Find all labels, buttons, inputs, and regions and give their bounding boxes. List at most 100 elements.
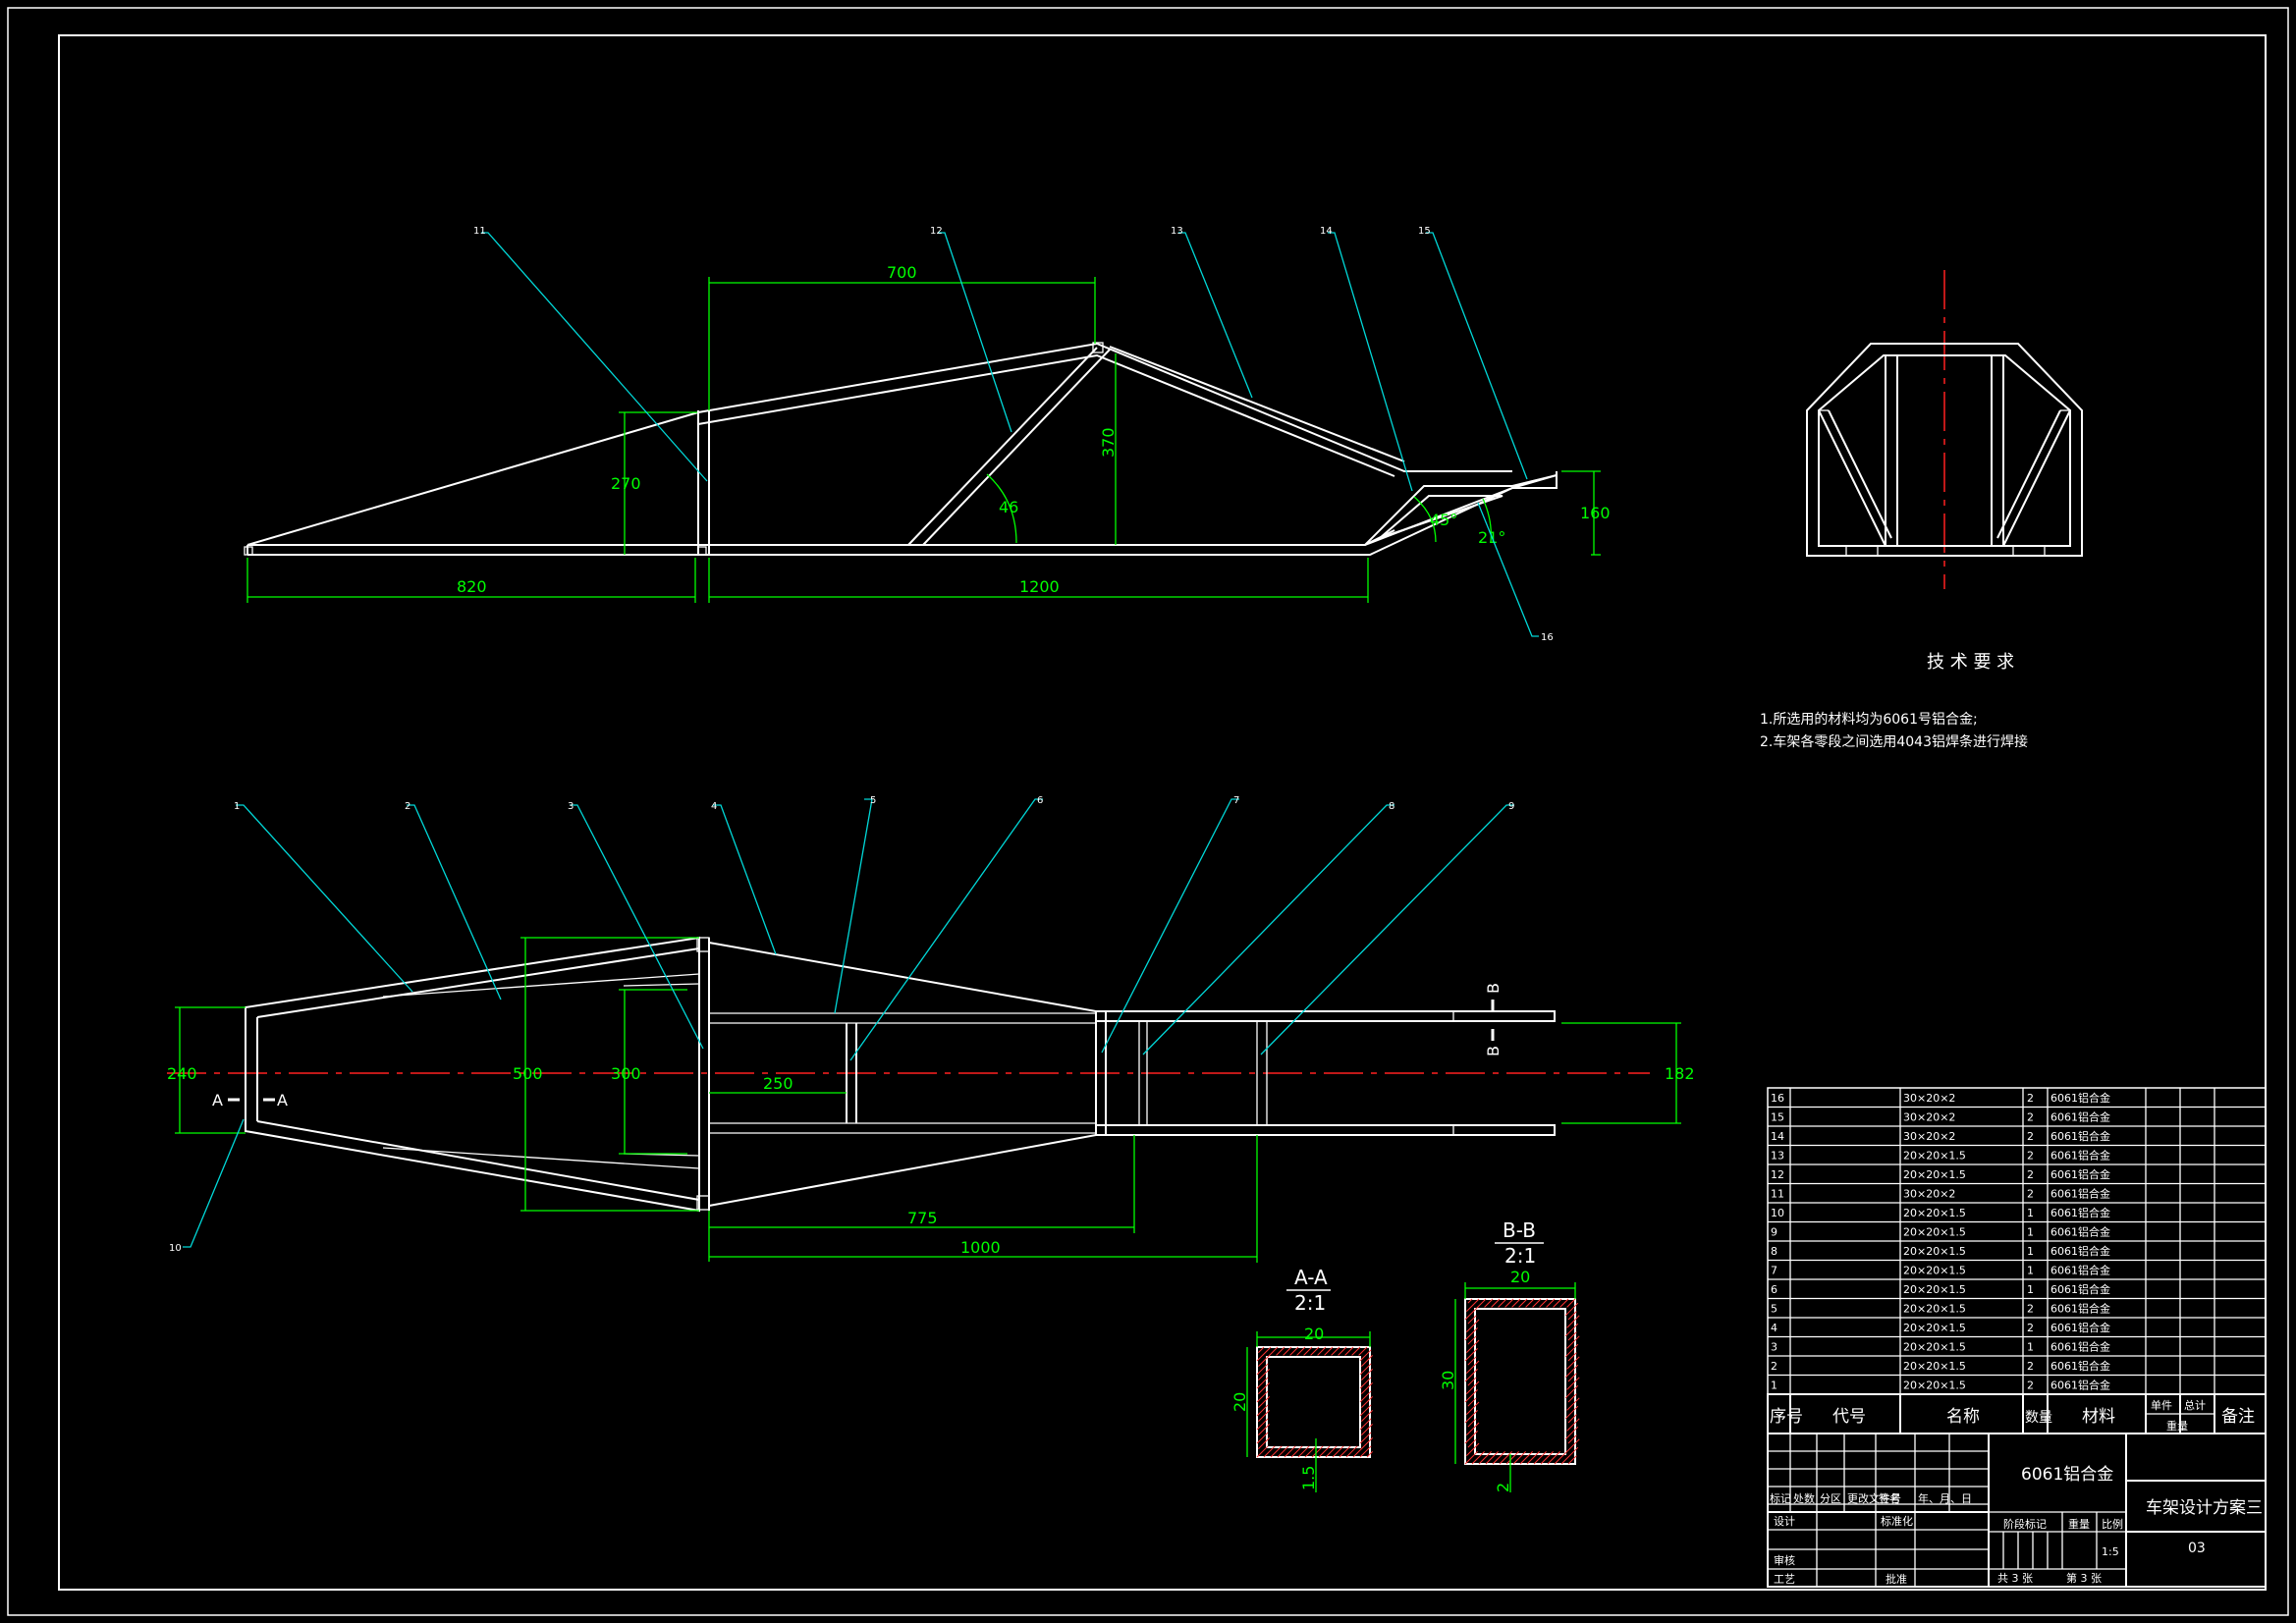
parts-cell-qty: 2 bbox=[2027, 1092, 2034, 1105]
tech-req-line-2: 2.车架各零段之间选用4043铝焊条进行焊接 bbox=[1760, 733, 2028, 750]
dim-bb-height: 30 bbox=[1439, 1371, 1457, 1390]
hatch-line bbox=[1331, 1346, 1340, 1356]
callout-11: 11 bbox=[473, 226, 486, 237]
parts-cell-spec: 20×20×1.5 bbox=[1903, 1226, 1966, 1239]
parts-cell-spec: 20×20×1.5 bbox=[1903, 1150, 1966, 1163]
section-mark-a-left: A bbox=[212, 1091, 223, 1109]
parts-cell-no: 2 bbox=[1771, 1360, 1777, 1373]
tb-approve: 批准 bbox=[1886, 1572, 1907, 1586]
hatch-line bbox=[1332, 1445, 1344, 1458]
hatch-line bbox=[1263, 1445, 1276, 1458]
hatch-line bbox=[1567, 1414, 1577, 1424]
header-qty: 数量 bbox=[2025, 1410, 2052, 1426]
parts-cell-mat: 6061铝合金 bbox=[2050, 1282, 2110, 1296]
hatch-line bbox=[1464, 1369, 1478, 1382]
tb-review: 审核 bbox=[1774, 1553, 1795, 1567]
hatch-line bbox=[1533, 1451, 1547, 1465]
hatch-line bbox=[1359, 1418, 1372, 1431]
hatch-line bbox=[1359, 1349, 1372, 1362]
parts-cell-no: 3 bbox=[1771, 1341, 1777, 1354]
hatch-line bbox=[1339, 1445, 1351, 1458]
hatch-line bbox=[1546, 1298, 1556, 1308]
hatch-line bbox=[1554, 1438, 1580, 1465]
hatch-line bbox=[1359, 1363, 1372, 1376]
parts-cell-qty: 2 bbox=[2027, 1130, 2034, 1143]
callout-15: 15 bbox=[1418, 226, 1431, 237]
hatch-line bbox=[1467, 1377, 1477, 1386]
hatch-line bbox=[1467, 1335, 1477, 1345]
hatch-line bbox=[1566, 1356, 1580, 1370]
header-weight: 重量 bbox=[2166, 1419, 2188, 1433]
hatch-line bbox=[1258, 1424, 1270, 1435]
hatch-line bbox=[1471, 1451, 1485, 1465]
hatch-line bbox=[1498, 1298, 1507, 1308]
hatch-line bbox=[1491, 1298, 1501, 1308]
hatch-line bbox=[1296, 1346, 1306, 1356]
hatch-line bbox=[1310, 1346, 1320, 1356]
callout-13: 13 bbox=[1171, 226, 1183, 237]
hatch-line bbox=[1256, 1390, 1269, 1403]
hatch-line bbox=[1553, 1298, 1562, 1308]
dim-820: 820 bbox=[457, 577, 487, 596]
hatch-line bbox=[1464, 1298, 1487, 1321]
hatch-line bbox=[1464, 1327, 1478, 1341]
hatch-line bbox=[1361, 1355, 1373, 1367]
hatch-line bbox=[1359, 1390, 1372, 1403]
tb-drawing-no: 03 bbox=[2188, 1541, 2206, 1556]
tb-rev-label: 签名 bbox=[1879, 1491, 1900, 1505]
tb-sheet: 第 3 张 bbox=[2066, 1571, 2102, 1585]
dim-700: 700 bbox=[887, 263, 917, 282]
hatch-line bbox=[1256, 1363, 1269, 1376]
hatch-line bbox=[1318, 1445, 1331, 1458]
dim-270: 270 bbox=[611, 474, 641, 493]
parts-cell-no: 7 bbox=[1771, 1265, 1777, 1277]
parts-cell-mat: 6061铝合金 bbox=[2050, 1225, 2110, 1239]
parts-cell-mat: 6061铝合金 bbox=[2050, 1167, 2110, 1181]
tech-req-title: 技 术 要 求 bbox=[1927, 652, 2014, 673]
hatch-line bbox=[1277, 1445, 1289, 1458]
hatch-line bbox=[1567, 1331, 1577, 1341]
hatch-line bbox=[1258, 1396, 1270, 1408]
hatch-line bbox=[1485, 1451, 1499, 1465]
header-name: 名称 bbox=[1946, 1407, 1980, 1427]
outer-border bbox=[7, 7, 2289, 1616]
hatch-line bbox=[1303, 1346, 1313, 1356]
hatch-line bbox=[1284, 1445, 1296, 1458]
parts-cell-no: 1 bbox=[1771, 1380, 1777, 1392]
header-code: 代号 bbox=[1832, 1407, 1866, 1427]
hatch-line bbox=[1566, 1418, 1580, 1432]
hatch-line bbox=[1540, 1451, 1554, 1465]
dim-46deg: 46 bbox=[999, 498, 1018, 516]
parts-cell-qty: 1 bbox=[2027, 1207, 2034, 1219]
hatch-line bbox=[1539, 1298, 1549, 1308]
hatch-line bbox=[1256, 1432, 1269, 1444]
tb-rev-label: 年、月、日 bbox=[1918, 1491, 1972, 1505]
dim-160: 160 bbox=[1580, 504, 1611, 522]
hatch-line bbox=[1338, 1346, 1347, 1356]
parts-cell-no: 6 bbox=[1771, 1283, 1777, 1296]
hatch-line bbox=[1361, 1382, 1373, 1394]
callout-16: 16 bbox=[1541, 632, 1554, 643]
parts-cell-mat: 6061铝合金 bbox=[2050, 1340, 2110, 1354]
hatch-line bbox=[1567, 1455, 1577, 1465]
hatch-line bbox=[1304, 1445, 1317, 1458]
parts-cell-no: 15 bbox=[1771, 1111, 1784, 1124]
parts-cell-no: 5 bbox=[1771, 1303, 1777, 1316]
parts-cell-mat: 6061铝合金 bbox=[2050, 1302, 2110, 1316]
callout-1: 1 bbox=[234, 801, 240, 812]
dim-300: 300 bbox=[611, 1064, 641, 1083]
hatch-line bbox=[1258, 1437, 1270, 1449]
hatch-line bbox=[1256, 1404, 1269, 1417]
hatch-line bbox=[1311, 1445, 1324, 1458]
tb-rev-label: 更改文件号 bbox=[1847, 1491, 1901, 1505]
tb-sheets: 共 3 张 bbox=[1997, 1572, 2033, 1585]
section-bb-title: B-B bbox=[1503, 1218, 1536, 1242]
tb-rev-label: 处数 bbox=[1793, 1492, 1815, 1505]
hatch-line bbox=[1492, 1451, 1505, 1465]
hatch-line bbox=[1256, 1445, 1269, 1458]
tb-drawing-name: 车架设计方案三 bbox=[2146, 1498, 2263, 1518]
dim-500: 500 bbox=[513, 1064, 543, 1083]
hatch-line bbox=[1566, 1377, 1580, 1390]
hatch-line bbox=[1464, 1451, 1478, 1465]
parts-cell-mat: 6061铝合金 bbox=[2050, 1359, 2110, 1373]
